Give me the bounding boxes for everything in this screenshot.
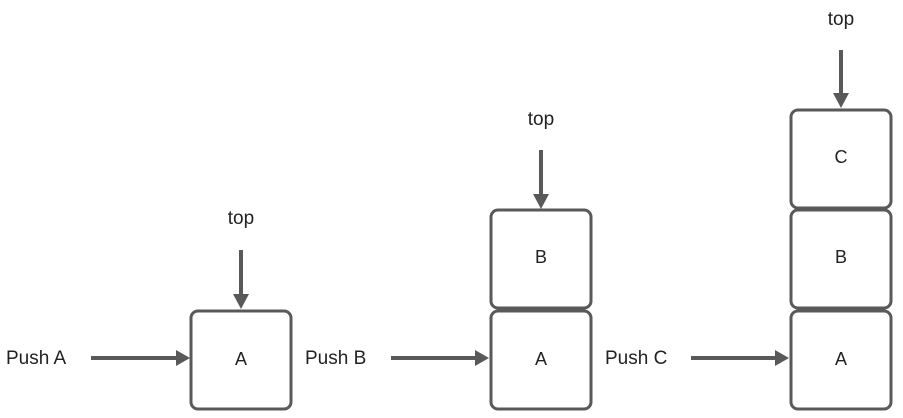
stack-cell-a: A [489,309,593,411]
push-c-label: Push C [605,348,667,369]
top-pointer-arrow-stage-b [533,150,549,209]
stack-cell-c: C [789,108,893,210]
stage-push-b: Push B top B A [305,109,593,411]
stack-cell-label: A [835,349,847,369]
push-b-label: Push B [305,348,366,369]
push-a-label: Push A [6,348,67,369]
stage-push-c: Push C top C B A [605,9,893,411]
stack-cell-b: B [489,208,593,310]
stack-cell-label: B [835,247,847,267]
stack-cell-label: A [535,349,547,369]
push-c-arrow [691,350,789,366]
push-a-arrow [91,350,190,366]
stack-cell-label: A [235,349,247,369]
stack-cell-a: A [189,309,293,411]
top-pointer-arrow-stage-c [833,50,849,108]
top-pointer-arrow-stage-a [233,250,249,309]
top-label-stage-a: top [228,208,254,229]
stack-cell-b: B [789,208,893,310]
stack-cell-label: C [835,147,848,167]
stage-push-a: Push A top A [6,208,293,411]
top-label-stage-c: top [828,9,854,30]
top-label-stage-b: top [528,109,554,130]
stack-cell-a: A [789,309,893,411]
push-b-arrow [391,350,489,366]
stack-cell-label: B [535,247,547,267]
